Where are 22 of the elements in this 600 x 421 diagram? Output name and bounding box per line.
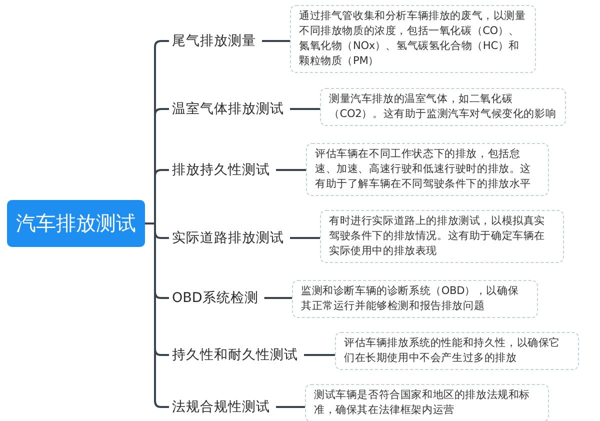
connector-line [290, 108, 320, 110]
topic-label: 温室气体排放测试 [172, 99, 284, 119]
connector-line [304, 354, 335, 356]
topic-label: 法规合规性测试 [172, 397, 270, 417]
connector-line [264, 297, 292, 299]
description-box: 测量汽车排放的温室气体，如二氧化碳（CO2）。这有助于监测汽车对气候变化的影响 [320, 88, 566, 126]
topic-label: 实际道路排放测试 [172, 228, 284, 248]
topic-label: 持久性和耐久性测试 [172, 345, 298, 365]
topic-label: 尾气排放测量 [172, 31, 256, 51]
description-box: 评估车辆在不同工作状态下的排放，包括怠速、加速、高速行驶和低速行驶时的排放。这有助于了解车辆在不同驾驶条件下的排放水平 [306, 143, 549, 196]
connector-line [276, 169, 306, 171]
root-topic-box: 汽车排放测试 [7, 200, 145, 247]
connector-line [290, 237, 320, 239]
connector-line [276, 406, 305, 408]
description-box: 测试车辆是否符合国家和地区的排放法规和标准，确保其在法律框架内运营 [305, 384, 549, 421]
description-box: 评估车辆排放系统的性能和持久性，以确保它们在长期使用中不会产生过多的排放 [335, 332, 579, 370]
connector-line [262, 40, 290, 42]
description-box: 监测和诊断车辆的诊断系统（OBD），以确保其正常运行并能够检测和报告排放问题 [292, 280, 538, 318]
description-box: 有时进行实际道路上的排放测试，以模拟真实驾驶条件下的排放情况。这有助于确定车辆在实际使用中的排放表现 [320, 210, 564, 263]
topic-label: 排放持久性测试 [172, 160, 270, 180]
description-box: 通过排气管收集和分析车辆排放的废气，以测量不同排放物质的浓度，包括一氧化碳（CO）、氮氧化物（NOx）、氢气碳氢化合物（HC）和颗粒物质（PM） [290, 5, 536, 73]
topic-label: OBD系统检测 [172, 288, 258, 308]
